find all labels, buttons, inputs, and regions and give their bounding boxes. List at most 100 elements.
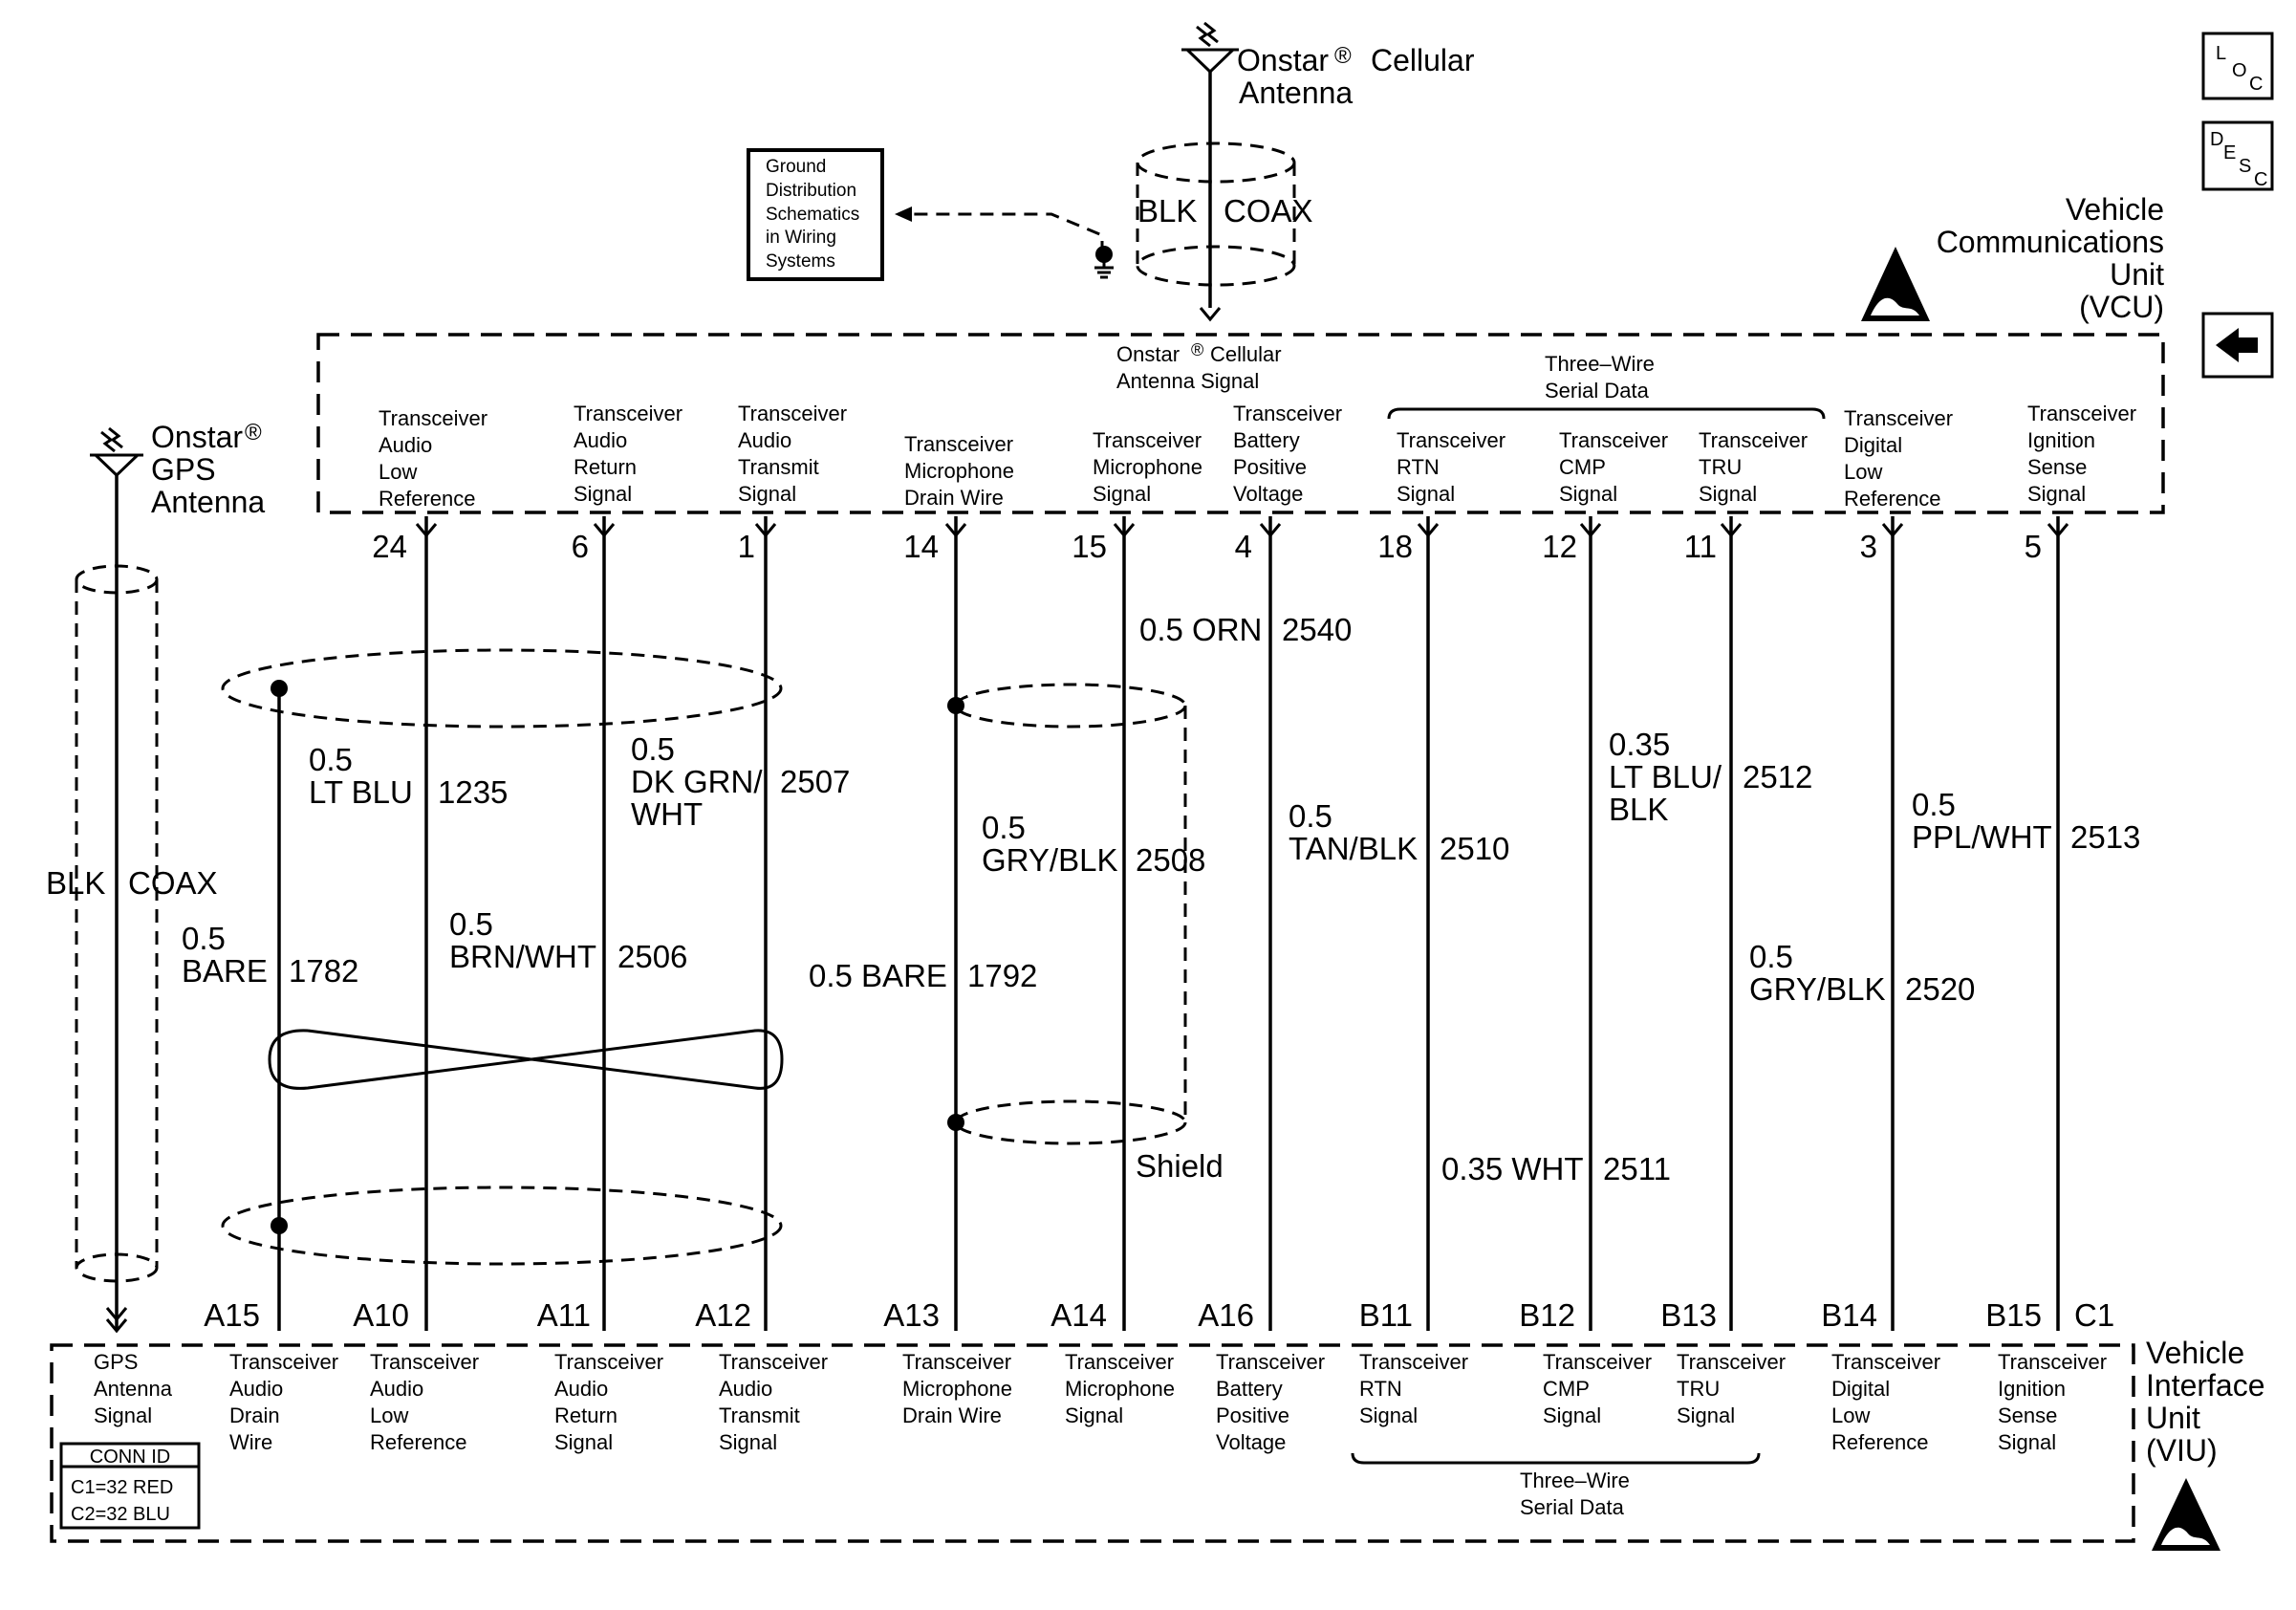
svg-text:Transceiver: Transceiver bbox=[1677, 1350, 1786, 1374]
svg-text:2513: 2513 bbox=[2070, 819, 2140, 855]
svg-text:A11: A11 bbox=[537, 1297, 591, 1333]
svg-text:Drain: Drain bbox=[229, 1403, 280, 1427]
vcu-label-2-2: Audio bbox=[738, 428, 791, 452]
svg-text:A13: A13 bbox=[883, 1297, 940, 1333]
vcu-title-1: Vehicle bbox=[2066, 192, 2164, 227]
svg-text:A10: A10 bbox=[353, 1297, 409, 1333]
vcu-label-8-3: Signal bbox=[1699, 482, 1757, 506]
conn-id-box: CONN ID C1=32 RED C2=32 BLU bbox=[59, 1442, 201, 1530]
vcu-label-6-1: Transceiver bbox=[1397, 428, 1505, 452]
svg-text:Transceiver: Transceiver bbox=[1543, 1350, 1652, 1374]
svg-text:B13: B13 bbox=[1660, 1297, 1717, 1333]
vcu-three-wire-2: Serial Data bbox=[1545, 379, 1650, 402]
svg-text:BLK: BLK bbox=[1609, 792, 1668, 827]
vcu-label-1-4: Signal bbox=[574, 482, 632, 506]
ground-reference-line bbox=[908, 212, 1104, 254]
svg-text:Audio: Audio bbox=[719, 1377, 772, 1401]
svg-text:2506: 2506 bbox=[617, 939, 687, 974]
svg-text:C1: C1 bbox=[2074, 1297, 2114, 1333]
vcu-label-0-3: Low bbox=[379, 460, 417, 484]
vcu-three-wire-bracket bbox=[1387, 407, 1826, 420]
svg-text:2511: 2511 bbox=[1603, 1151, 1671, 1186]
viu-pin-numbers: A15 A10 A11 A12 A13 A14 A16 B11 B12 B13 … bbox=[204, 1297, 2114, 1333]
loc-letter-l: L bbox=[2216, 43, 2226, 64]
mic-shield-bottom bbox=[954, 1099, 1187, 1145]
coax-shield-top bbox=[1136, 141, 1296, 184]
vcu-label-0-2: Audio bbox=[379, 433, 432, 457]
svg-text:Signal: Signal bbox=[719, 1430, 777, 1454]
vcu-label-3-3: Drain Wire bbox=[904, 486, 1004, 510]
svg-text:GRY/BLK: GRY/BLK bbox=[982, 842, 1117, 878]
svg-text:2510: 2510 bbox=[1440, 831, 1509, 866]
ground-distribution-box[interactable] bbox=[747, 148, 884, 281]
svg-text:2540: 2540 bbox=[1282, 612, 1352, 647]
gps-antenna-label-2: GPS bbox=[151, 452, 216, 487]
svg-text:GPS: GPS bbox=[94, 1350, 138, 1374]
vcu-label-2-1: Transceiver bbox=[738, 402, 847, 425]
svg-text:0.5: 0.5 bbox=[309, 742, 353, 777]
ground-box-line-1: Ground bbox=[766, 157, 826, 177]
svg-text:Transceiver: Transceiver bbox=[719, 1350, 828, 1374]
vcu-pin-18: 18 bbox=[1377, 529, 1413, 564]
shield-splice-icon bbox=[947, 1114, 964, 1131]
vcu-cell-signal-1: Onstar bbox=[1116, 342, 1180, 366]
vcu-label-4-2: Microphone bbox=[1093, 455, 1202, 479]
svg-text:LT BLU: LT BLU bbox=[309, 774, 413, 810]
vcu-cell-signal-2: Cellular bbox=[1210, 342, 1282, 366]
svg-text:Sense: Sense bbox=[1998, 1403, 2057, 1427]
svg-text:Transceiver: Transceiver bbox=[1065, 1350, 1174, 1374]
svg-text:Ignition: Ignition bbox=[1998, 1377, 2066, 1401]
vcu-module-box[interactable] bbox=[316, 333, 2165, 514]
svg-text:Signal: Signal bbox=[1998, 1430, 2056, 1454]
svg-text:0.5: 0.5 bbox=[1912, 787, 1956, 822]
coax-left-color: BLK bbox=[46, 865, 105, 901]
ground-box-line-4: in Wiring bbox=[766, 228, 836, 248]
viu-title-3: Unit bbox=[2146, 1401, 2200, 1435]
svg-text:0.5 BARE: 0.5 BARE bbox=[809, 958, 947, 993]
vcu-pin-12: 12 bbox=[1542, 529, 1577, 564]
svg-text:1235: 1235 bbox=[438, 774, 508, 810]
viu-connector-chevrons bbox=[105, 1307, 128, 1334]
connector-chevron-icon bbox=[1199, 307, 1222, 322]
cellular-antenna-icon bbox=[1181, 21, 1239, 75]
desc-letter-s: S bbox=[2239, 156, 2251, 177]
desc-letter-c: C bbox=[2254, 169, 2267, 190]
svg-text:Microphone: Microphone bbox=[1065, 1377, 1175, 1401]
vcu-label-9-3: Low bbox=[1844, 460, 1882, 484]
vcu-pin-1: 1 bbox=[738, 529, 755, 564]
back-button[interactable] bbox=[2201, 312, 2274, 379]
vcu-label-7-2: CMP bbox=[1559, 455, 1606, 479]
svg-text:Return: Return bbox=[554, 1403, 617, 1427]
svg-text:Low: Low bbox=[1831, 1403, 1870, 1427]
svg-text:BRN/WHT: BRN/WHT bbox=[449, 939, 596, 974]
svg-text:0.35: 0.35 bbox=[1609, 727, 1670, 762]
svg-text:Reference: Reference bbox=[1831, 1430, 1929, 1454]
viu-module-box[interactable] bbox=[50, 1343, 2135, 1543]
vcu-pin-6: 6 bbox=[572, 529, 589, 564]
viu-three-wire-bracket bbox=[1351, 1452, 1761, 1465]
shield-splice-icon bbox=[271, 680, 288, 697]
gps-antenna-reg: ® bbox=[245, 420, 262, 446]
vcu-label-10-3: Sense bbox=[2027, 455, 2087, 479]
viu-title-4: (VIU) bbox=[2146, 1433, 2218, 1468]
svg-text:Audio: Audio bbox=[370, 1377, 423, 1401]
svg-text:Signal: Signal bbox=[1543, 1403, 1601, 1427]
svg-text:0.5 ORN: 0.5 ORN bbox=[1139, 612, 1262, 647]
svg-text:0.5: 0.5 bbox=[631, 731, 675, 767]
svg-text:DK GRN/: DK GRN/ bbox=[631, 764, 763, 799]
back-arrow-icon bbox=[2216, 328, 2258, 362]
svg-text:GRY/BLK: GRY/BLK bbox=[1749, 971, 1885, 1007]
svg-text:Audio: Audio bbox=[554, 1377, 608, 1401]
svg-text:Low: Low bbox=[370, 1403, 408, 1427]
svg-text:Transceiver: Transceiver bbox=[902, 1350, 1011, 1374]
desc-letter-e: E bbox=[2223, 142, 2236, 163]
vcu-label-6-2: RTN bbox=[1397, 455, 1440, 479]
svg-text:A12: A12 bbox=[695, 1297, 751, 1333]
svg-text:Reference: Reference bbox=[370, 1430, 467, 1454]
svg-text:0.5: 0.5 bbox=[1749, 939, 1793, 974]
svg-text:0.5: 0.5 bbox=[1289, 798, 1332, 834]
loc-button[interactable]: L O C bbox=[2201, 32, 2274, 100]
coax-top-color: BLK bbox=[1137, 193, 1197, 228]
desc-button[interactable]: D E S C bbox=[2201, 120, 2274, 191]
vcu-pin-labels: Transceiver Audio Low Reference Transcei… bbox=[379, 402, 2136, 511]
